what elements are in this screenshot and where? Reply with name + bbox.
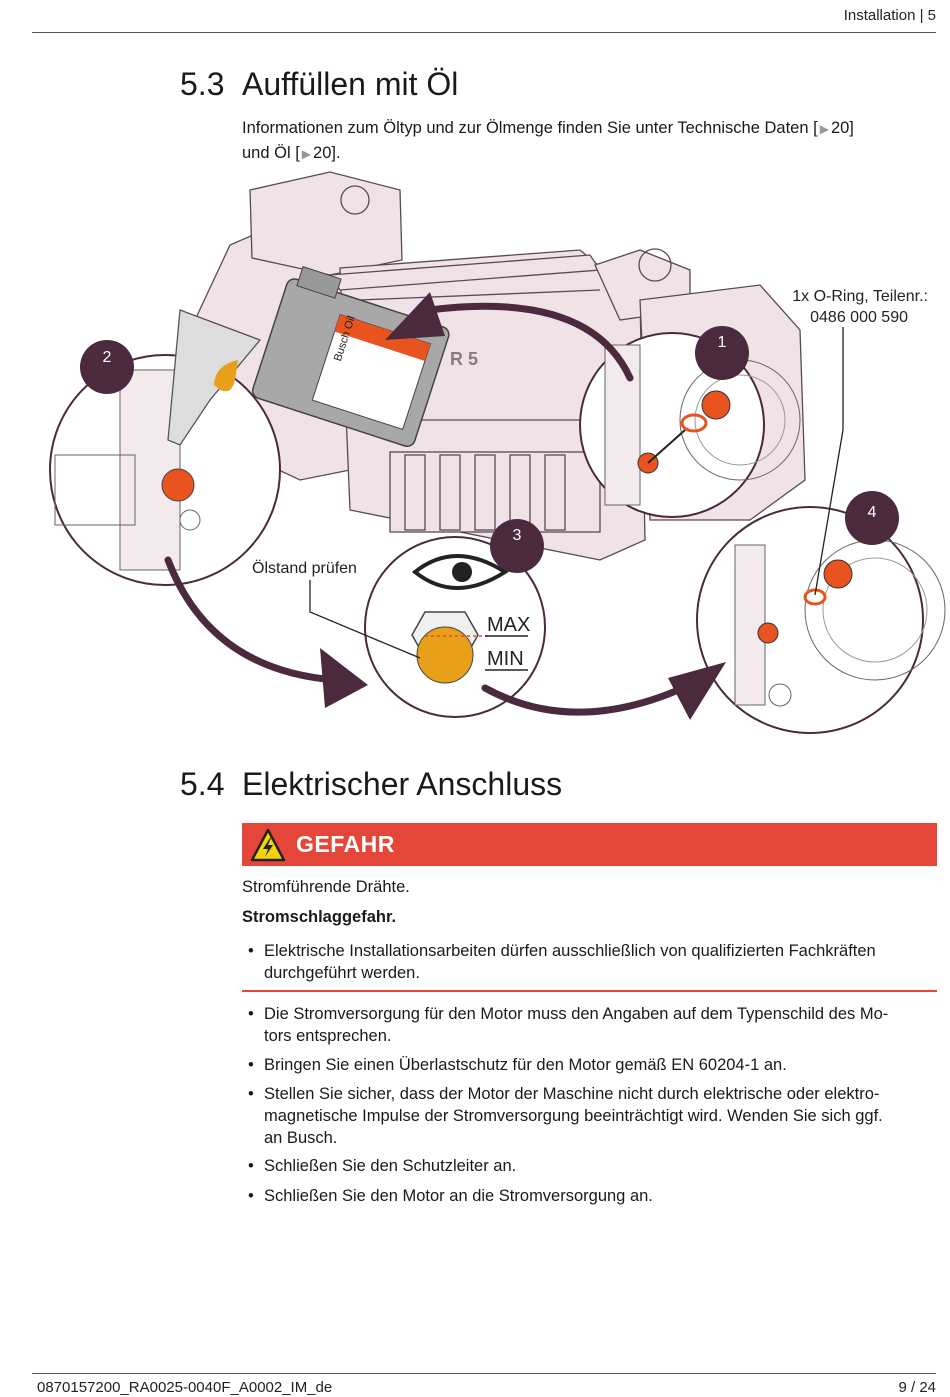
section-title: Auffüllen mit Öl	[242, 66, 459, 102]
arrow-head-icon	[385, 292, 445, 340]
header-rule	[32, 32, 936, 33]
page-ref-icon: ▶	[819, 122, 829, 136]
arrow-head-icon	[320, 648, 368, 708]
intro-text: Informationen zum Öltyp und zur Ölmenge …	[242, 119, 678, 137]
step-number-2: 2	[103, 349, 112, 366]
page-ref[interactable]: 20]	[830, 119, 854, 137]
step-badge-2	[80, 340, 134, 394]
step-number-3: 3	[513, 527, 522, 544]
pump-label: R 5	[450, 349, 478, 369]
max-label: MAX	[487, 614, 530, 636]
process-arrows	[164, 302, 704, 716]
oil-check-label: Ölstand prüfen	[252, 559, 357, 577]
oring-callout-line2: 0486 000 590	[810, 309, 908, 326]
list-item: • Stellen Sie sicher, dass der Motor der…	[248, 1085, 883, 1147]
step-number-1: 1	[718, 334, 727, 351]
arrow-head-icon	[668, 662, 726, 720]
intro-paragraph: Informationen zum Öltyp und zur Ölmenge …	[242, 119, 854, 162]
danger-label: GEFAHR	[296, 831, 395, 857]
page-ref-icon: ▶	[301, 147, 312, 161]
oring-callout-line1: 1x O-Ring, Teilenr.:	[792, 288, 928, 305]
list-item: • Schließen Sie den Schutzleiter an.	[248, 1157, 517, 1175]
list-item: • Bringen Sie einen Überlastschutz für d…	[248, 1056, 787, 1074]
step-number-4: 4	[868, 504, 877, 521]
oil-bottle-icon: Busch Oil	[251, 266, 450, 447]
arrow-step1-to-bottle	[426, 302, 634, 382]
document-id: 0870157200_RA0025-0040F_A0002_IM_de	[37, 1379, 333, 1396]
arrow-heads	[320, 292, 726, 720]
eye-pupil-icon	[452, 562, 472, 582]
danger-list-item: • Elektrische Installationsarbeiten dürf…	[248, 942, 876, 982]
link-oel[interactable]: Öl	[274, 144, 291, 162]
hazard-text: Stromführende Drähte.	[242, 878, 410, 896]
step-badge-3	[490, 519, 544, 573]
detail-circle-3	[364, 536, 546, 718]
list-item: • Die Stromversorgung für den Motor muss…	[248, 1005, 889, 1045]
page-number: 9 / 24	[898, 1379, 936, 1396]
min-label: MIN	[487, 648, 524, 670]
page-ref[interactable]: 20].	[313, 144, 341, 162]
step-badge-1	[695, 326, 749, 380]
link-technische-daten[interactable]: Technische Daten	[677, 119, 809, 137]
list-item: • Schließen Sie den Motor an die Stromve…	[248, 1187, 653, 1205]
step-badge-4	[845, 491, 899, 545]
footer-rule	[32, 1373, 936, 1374]
danger-banner: GEFAHR	[242, 823, 937, 866]
arrow-step3-to-step4	[481, 676, 704, 716]
detail-circle-2	[49, 309, 281, 586]
hazard-heading: Stromschlaggefahr.	[242, 908, 397, 926]
detail-circle-4	[696, 506, 946, 734]
electric-hazard-icon	[250, 828, 286, 861]
section-title: Elektrischer Anschluss	[242, 766, 563, 802]
oil-filling-illustration: R 5 Busch Oil	[49, 171, 946, 734]
danger-end-rule	[242, 990, 937, 992]
arrow-step2-to-step3	[164, 556, 339, 684]
running-header: Installation | 5	[843, 7, 936, 24]
section-number: 5.3	[180, 66, 225, 102]
intro-text: und	[242, 144, 275, 162]
section-number: 5.4	[180, 766, 225, 802]
